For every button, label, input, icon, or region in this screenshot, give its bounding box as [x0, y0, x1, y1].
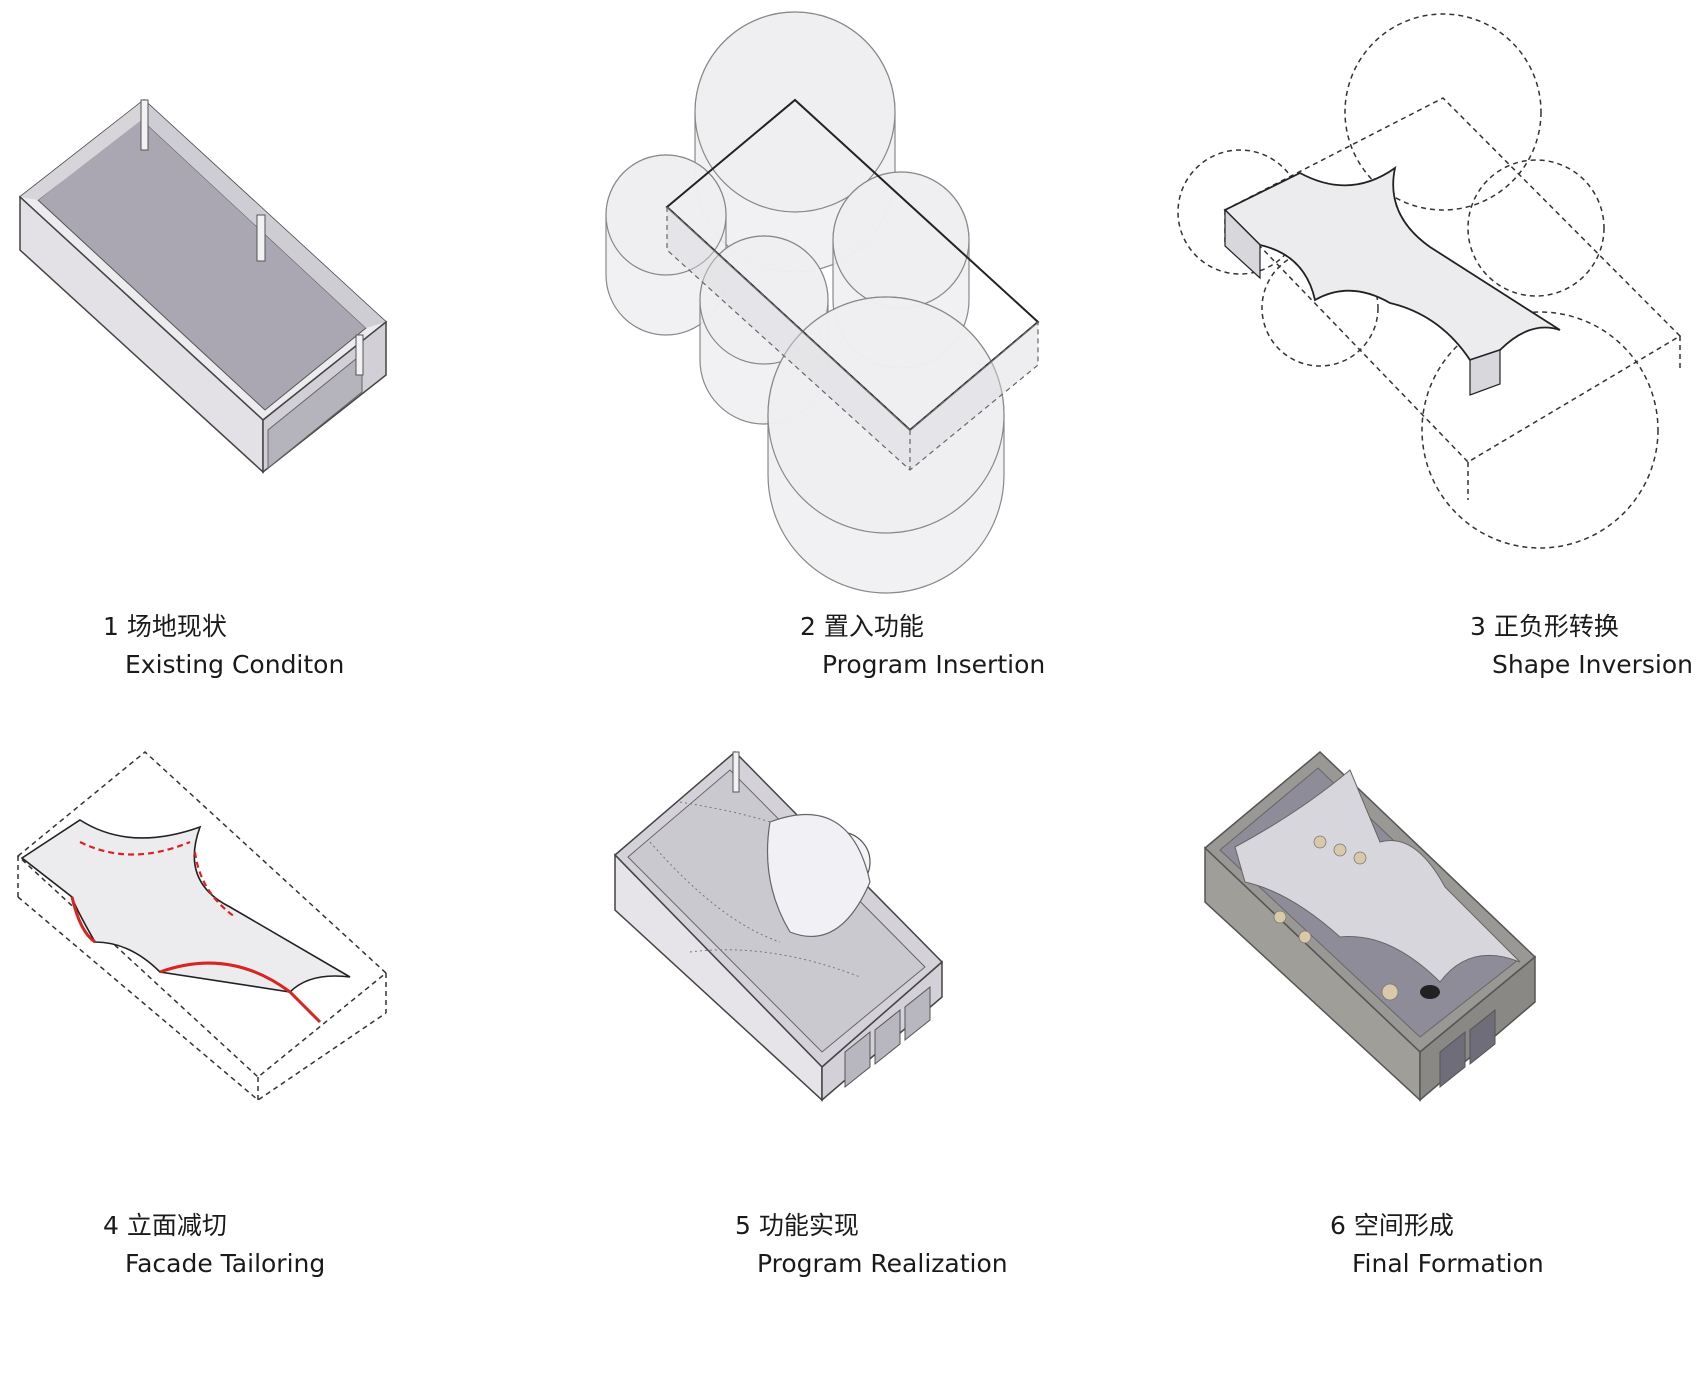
step-3-title: 3 正负形转换 — [1470, 612, 1619, 641]
existing-condition-drawing — [18, 99, 388, 474]
final-formation-drawing — [1203, 750, 1537, 1102]
step-3-subtitle: Shape Inversion — [1492, 650, 1694, 679]
step-4-subtitle: Facade Tailoring — [125, 1249, 326, 1278]
step-4-title: 4 立面减切 — [103, 1211, 227, 1240]
step-6-panel: 6 空间形成 Final Formation — [1140, 692, 1700, 1383]
step-5-panel: 5 功能实现 Program Realization — [570, 692, 1130, 1383]
step-3-panel: 3 正负形转换 Shape Inversion — [1140, 0, 1700, 691]
facade-tailoring-drawing — [16, 751, 388, 1101]
step-4-panel: 4 立面减切 Facade Tailoring — [0, 692, 560, 1383]
step-1-panel: 1 场地现状 Existing Conditon — [0, 0, 560, 691]
program-realization-drawing — [613, 750, 944, 1102]
step-1-title: 1 场地现状 — [103, 612, 227, 641]
step-6-title: 6 空间形成 — [1330, 1211, 1454, 1240]
shape-inversion-drawing — [1177, 13, 1682, 549]
step-2-panel: 2 置入功能 Program Insertion — [570, 0, 1130, 691]
step-6-subtitle: Final Formation — [1352, 1249, 1544, 1278]
step-2-title: 2 置入功能 — [800, 612, 924, 641]
program-insertion-drawing — [605, 11, 1040, 594]
step-1-subtitle: Existing Conditon — [125, 650, 345, 679]
step-5-subtitle: Program Realization — [757, 1249, 1008, 1278]
step-5-title: 5 功能实现 — [735, 1211, 859, 1240]
step-2-subtitle: Program Insertion — [822, 650, 1046, 679]
